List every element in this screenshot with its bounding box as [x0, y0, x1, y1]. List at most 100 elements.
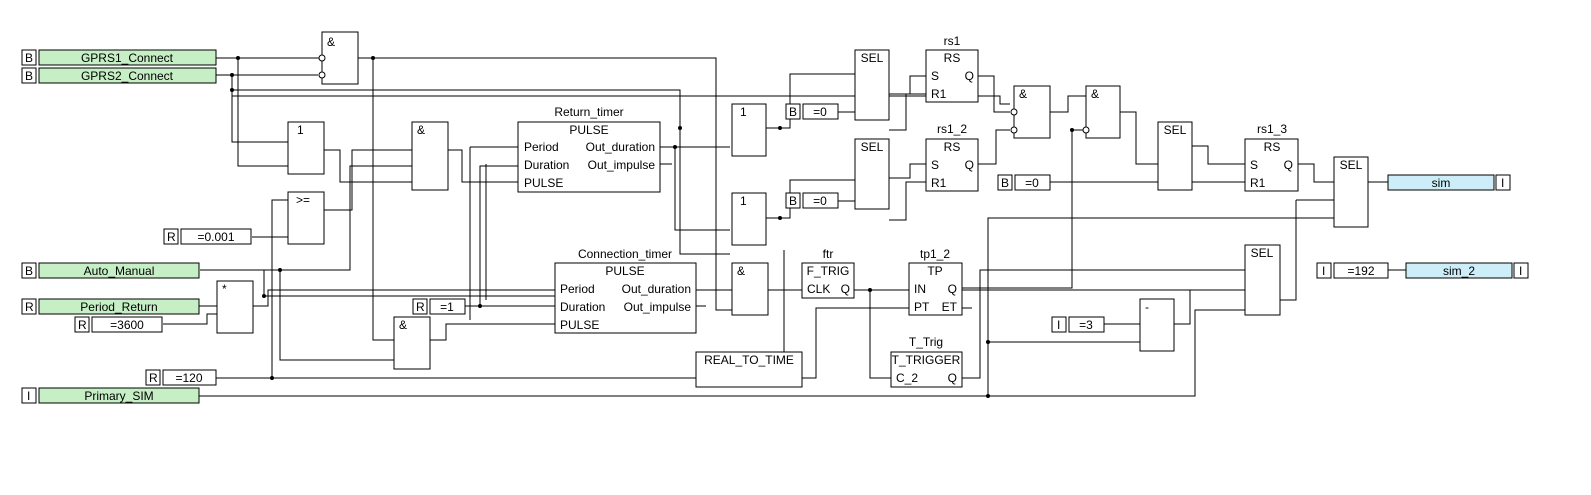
block-type-label: T_TRIGGER	[892, 353, 961, 367]
sel-block-4[interactable]: SEL	[1333, 156, 1369, 228]
type-label: R	[167, 230, 176, 244]
type-label: B	[25, 51, 33, 65]
block-instance-label: Connection_timer	[578, 247, 672, 261]
block-type-label: PULSE	[605, 264, 644, 278]
mul-block[interactable]: *	[216, 280, 254, 334]
type-label: B	[789, 194, 797, 208]
pin-label: Q	[948, 282, 957, 296]
const-value: =0	[813, 105, 827, 119]
input-period-return[interactable]: R Period_Return	[21, 298, 200, 315]
wires	[163, 57, 1406, 397]
negation-circle	[318, 54, 326, 62]
block-instance-label: rs1_2	[937, 122, 967, 136]
rs1-block[interactable]: rs1 RS S Q R1	[925, 34, 979, 103]
const-120[interactable]: R =120	[145, 369, 217, 386]
and-block-5[interactable]: &	[1010, 85, 1051, 139]
const-value: =1	[440, 300, 454, 314]
const-1[interactable]: R =1	[412, 298, 466, 315]
type-label: R	[78, 318, 87, 332]
pin-label: Q	[841, 282, 850, 296]
output-sim-2[interactable]: sim_2 I	[1405, 262, 1529, 279]
or-block-1[interactable]: 1	[287, 121, 325, 175]
and-block-2[interactable]: &	[411, 121, 449, 191]
pin-label: R1	[1250, 176, 1266, 190]
output-sim[interactable]: sim I	[1387, 174, 1511, 191]
or-block-3[interactable]: 1	[731, 192, 767, 246]
input-auto-manual[interactable]: B Auto_Manual	[21, 262, 200, 279]
input-name-label: GPRS1_Connect	[81, 51, 174, 65]
pin-label: IN	[914, 282, 926, 296]
block-instance-label: ftr	[823, 247, 834, 261]
input-gprs1[interactable]: B GPRS1_Connect	[21, 49, 217, 66]
input-name-label: GPRS2_Connect	[81, 69, 174, 83]
pin-label: Duration	[524, 158, 569, 172]
const-3[interactable]: I =3	[1051, 316, 1105, 333]
and-block-3[interactable]: &	[393, 316, 431, 370]
block-op-label: &	[327, 35, 335, 49]
block-type-label: RS	[944, 51, 961, 65]
or-block-2[interactable]: 1	[731, 103, 767, 157]
pin-label: S	[1250, 158, 1258, 172]
block-op-label: &	[737, 264, 745, 278]
connection-timer-block[interactable]: Connection_timer PULSE Period Duration P…	[554, 247, 697, 334]
block-instance-label: tp1_2	[920, 247, 950, 261]
type-label: I	[1519, 264, 1522, 278]
sel-block-3[interactable]: SEL	[1157, 121, 1193, 191]
sel-block-1[interactable]: SEL	[854, 49, 890, 121]
and-block-4[interactable]: &	[731, 262, 769, 316]
type-label: R	[25, 300, 34, 314]
const-value: =3600	[110, 318, 144, 332]
const-value: =0.001	[197, 230, 234, 244]
sel-block-2[interactable]: SEL	[854, 138, 890, 210]
input-primary-sim[interactable]: I Primary_SIM	[21, 387, 200, 404]
sub-block[interactable]: -	[1139, 298, 1175, 352]
and-block-6[interactable]: &	[1082, 85, 1121, 139]
input-name-label: Period_Return	[80, 300, 157, 314]
const-192[interactable]: I =192	[1316, 262, 1389, 279]
and-block-1[interactable]: &	[318, 31, 359, 85]
const-b0-b[interactable]: B =0	[785, 192, 839, 209]
input-gprs2[interactable]: B GPRS2_Connect	[21, 67, 217, 84]
const-b0-c[interactable]: B =0	[997, 174, 1051, 191]
block-op-label: 1	[297, 123, 304, 137]
pin-label: Q	[948, 371, 957, 385]
block-type-label: PULSE	[569, 123, 608, 137]
block-instance-label: T_Trig	[909, 335, 943, 349]
pin-label: PULSE	[560, 318, 599, 332]
t-trig-block[interactable]: T_Trig T_TRIGGER C_2 Q	[890, 335, 963, 388]
sel-block-5[interactable]: SEL	[1244, 244, 1281, 316]
type-label: I	[1501, 176, 1504, 190]
type-label: B	[789, 105, 797, 119]
real-to-time-block[interactable]: REAL_TO_TIME	[695, 351, 803, 388]
const-b0-a[interactable]: B =0	[785, 103, 839, 120]
block-instance-label: rs1_3	[1257, 122, 1287, 136]
pin-label: R1	[931, 176, 947, 190]
ge-block[interactable]: >=	[287, 191, 325, 245]
return-timer-block[interactable]: Return_timer PULSE Period Duration PULSE…	[517, 105, 661, 193]
pin-label: Period	[560, 282, 595, 296]
input-name-label: Auto_Manual	[84, 264, 155, 278]
rs1-2-block[interactable]: rs1_2 RS S Q R1	[925, 122, 979, 192]
const-3600[interactable]: R =3600	[74, 316, 163, 333]
block-op-label: &	[1091, 87, 1099, 101]
block-op-label: &	[399, 318, 407, 332]
tp1-2-block[interactable]: tp1_2 TP IN Q PT ET	[908, 247, 963, 316]
block-instance-label: rs1	[944, 34, 961, 48]
type-label: B	[25, 264, 33, 278]
ftr-block[interactable]: ftr F_TRIG CLK Q	[801, 247, 855, 299]
block-op-label: REAL_TO_TIME	[704, 353, 794, 367]
negation-circle	[1010, 126, 1018, 134]
const-value: =0	[1025, 176, 1039, 190]
const-0001[interactable]: R =0.001	[163, 228, 252, 245]
pin-label: PT	[914, 300, 930, 314]
type-label: I	[1322, 264, 1325, 278]
rs1-3-block[interactable]: rs1_3 RS S Q R1	[1244, 122, 1299, 192]
block-op-label: SEL	[1340, 158, 1363, 172]
pin-label: C_2	[896, 371, 918, 385]
pin-label: Out_impulse	[588, 158, 656, 172]
pin-label: ET	[942, 300, 958, 314]
pin-label: Q	[965, 69, 974, 83]
type-label: B	[25, 69, 33, 83]
negation-circle	[1082, 126, 1090, 134]
